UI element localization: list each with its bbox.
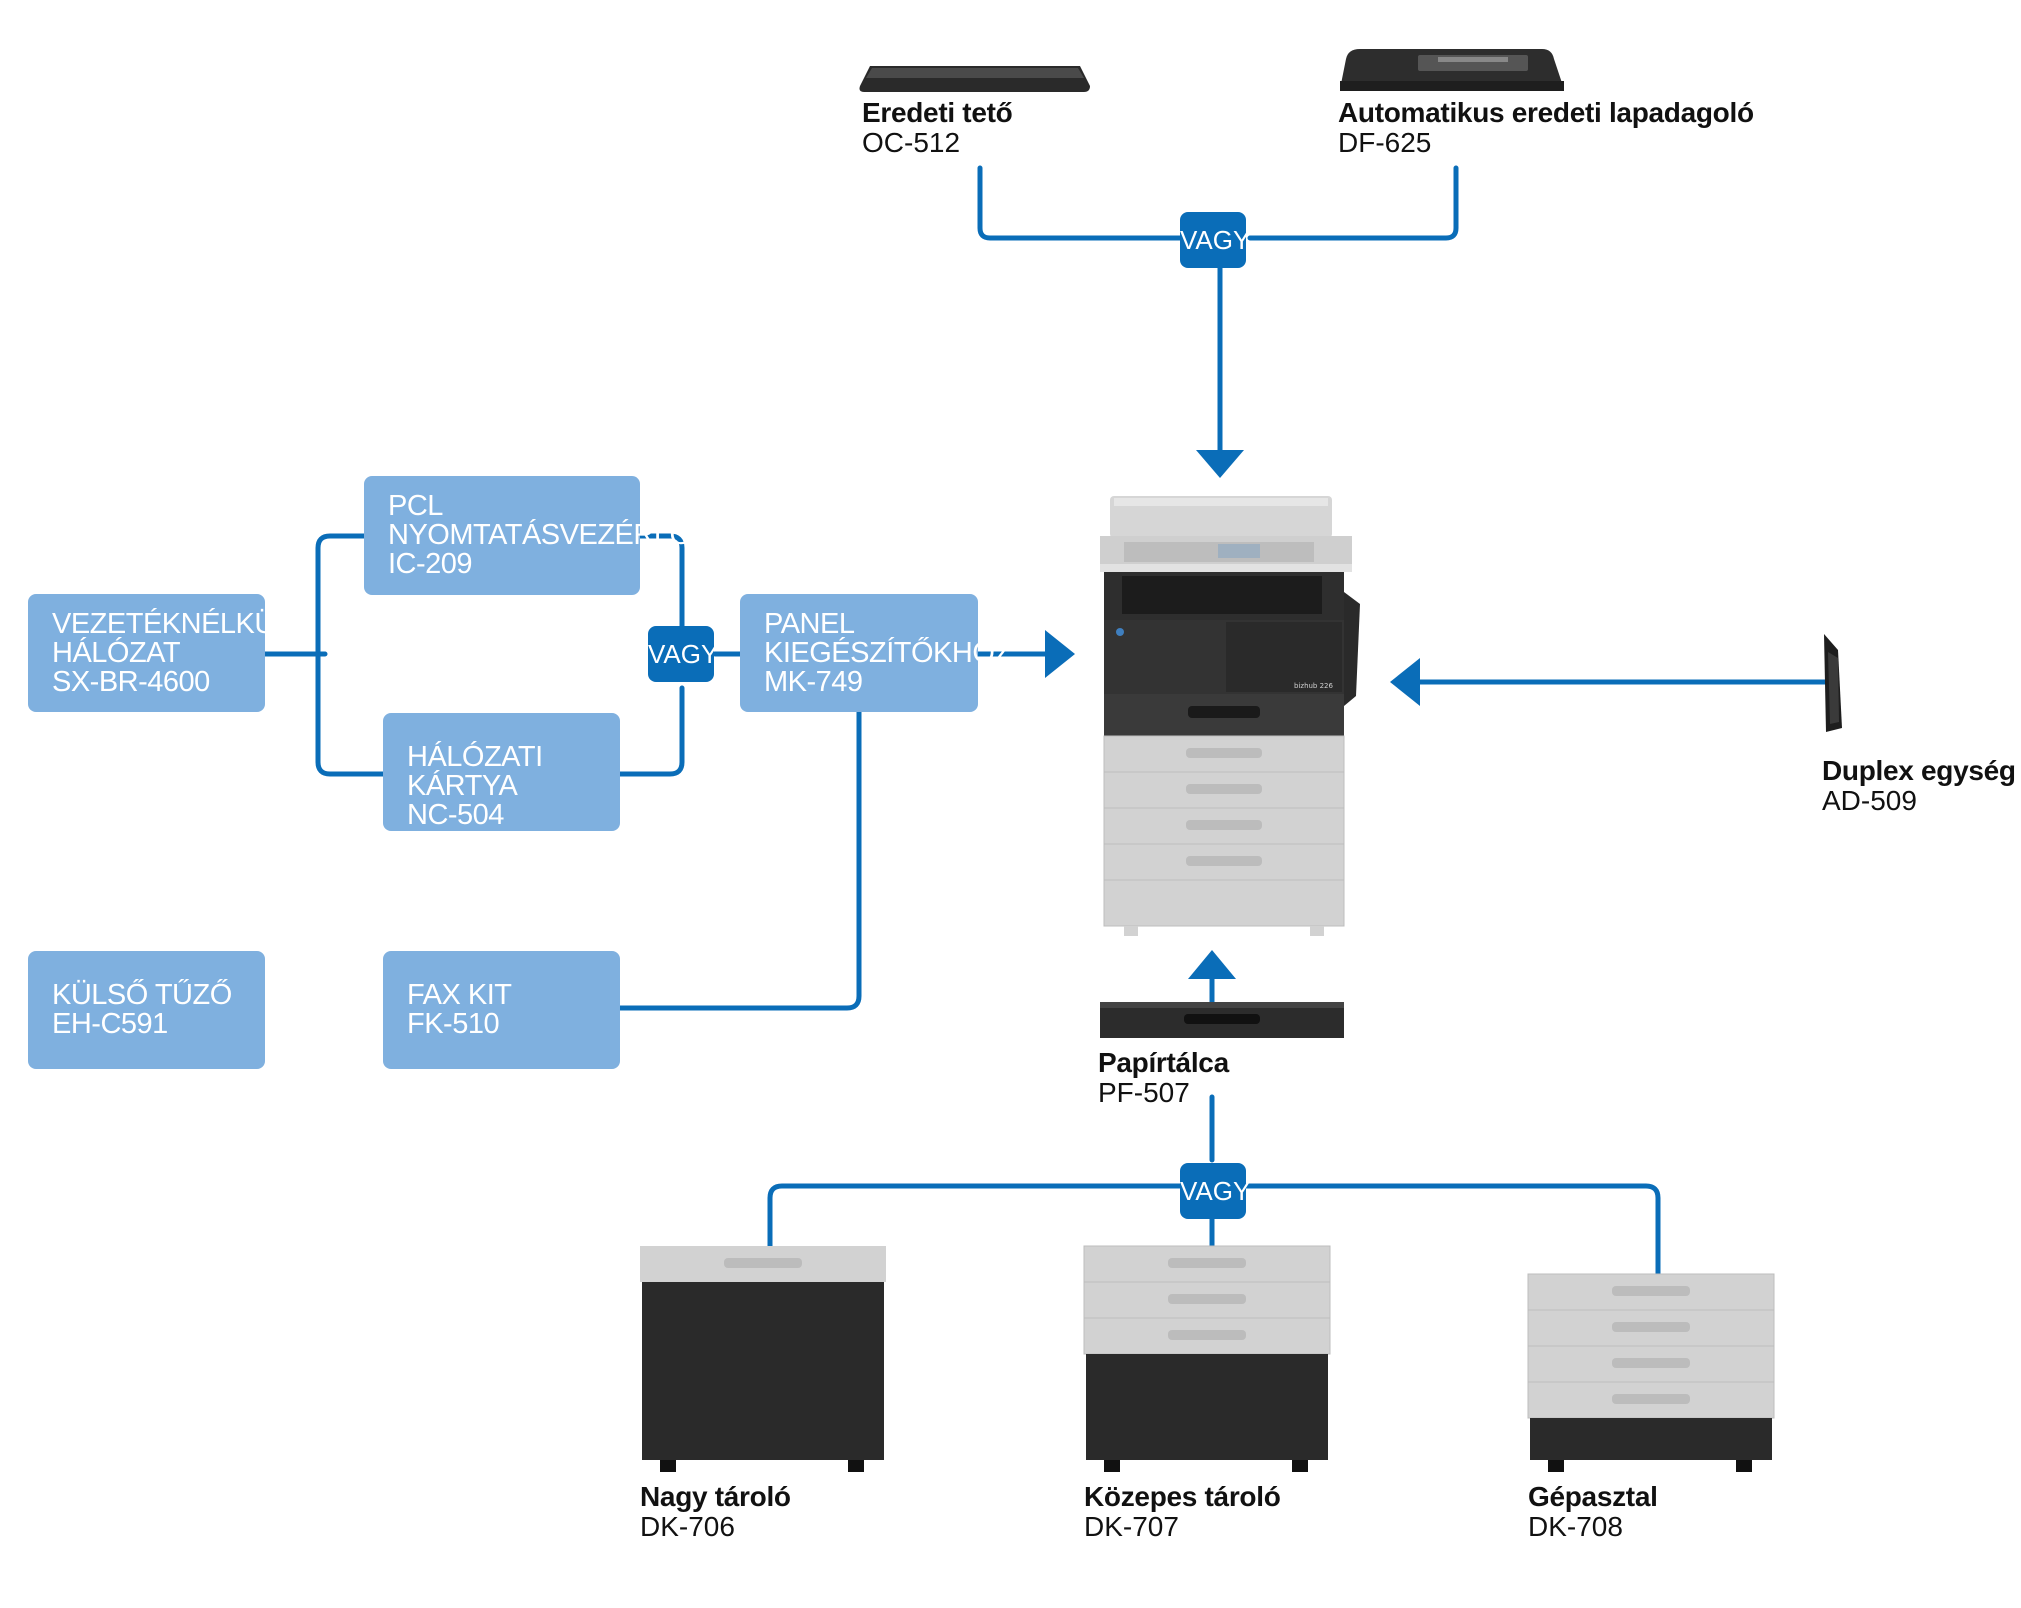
- stapler-line-2: EH-C591: [52, 1008, 168, 1040]
- box-fax: FAX KIT FK-510: [383, 951, 620, 1069]
- connector-adf: [1247, 165, 1459, 241]
- large-cabinet-name: Nagy tároló: [640, 1481, 791, 1512]
- connector-network-right: [617, 685, 685, 777]
- paper-tray-name: Papírtálca: [1098, 1047, 1229, 1078]
- label-large-cabinet: Nagy tároló DK-706: [640, 1482, 791, 1542]
- box-stapler: KÜLSŐ TŰZŐ EH-C591: [28, 951, 265, 1069]
- desk-code: DK-708: [1528, 1511, 1623, 1542]
- adf-name: Automatikus eredeti lapadagoló: [1338, 97, 1754, 128]
- wireless-line-1: VEZETÉKNÉLKÜLI: [52, 608, 299, 640]
- duplex-name: Duplex egység: [1822, 755, 2016, 786]
- box-pcl: PCL NYOMTATÁSVEZÉRLŐ IC-209: [364, 476, 692, 595]
- paper-tray-code: PF-507: [1098, 1077, 1190, 1108]
- desk-name: Gépasztal: [1528, 1481, 1658, 1512]
- network-line-1: HÁLÓZATI KÁRTYA: [407, 741, 543, 802]
- medium-cabinet-code: DK-707: [1084, 1511, 1179, 1542]
- network-line-2: NC-504: [407, 799, 504, 831]
- adf-image: [1340, 49, 1564, 91]
- duplex-code: AD-509: [1822, 785, 1917, 816]
- label-cover: Eredeti tető OC-512: [862, 97, 1013, 158]
- stapler-line-1: KÜLSŐ TŰZŐ: [52, 979, 232, 1011]
- panel-line-1: PANEL: [764, 608, 855, 640]
- medium-cabinet-name: Közepes tároló: [1084, 1481, 1281, 1512]
- label-paper-tray: Papírtálca PF-507: [1098, 1048, 1229, 1108]
- large-cabinet-code: DK-706: [640, 1511, 735, 1542]
- wireless-line-2: HÁLÓZAT: [52, 637, 181, 669]
- label-medium-cabinet: Közepes tároló DK-707: [1084, 1482, 1281, 1542]
- arrow-right-machine: [1045, 630, 1075, 678]
- label-adf: Automatikus eredeti lapadagoló DF-625: [1338, 98, 1754, 158]
- panel-line-2: KIEGÉSZÍTŐKHÖZ: [764, 637, 1012, 669]
- original-cover-image: [859, 66, 1090, 92]
- or-badge-left: VAGY: [648, 626, 718, 682]
- duplex-image: [1824, 634, 1842, 732]
- arrow-left-duplex: [1390, 658, 1420, 706]
- pcl-line-1: PCL: [388, 490, 443, 522]
- arrow-up-tray: [1188, 950, 1236, 979]
- connector-fax: [617, 709, 862, 1011]
- label-duplex: Duplex egység AD-509: [1822, 756, 2016, 816]
- or-badge-top: VAGY: [1180, 212, 1250, 268]
- pcl-line-2: NYOMTATÁSVEZÉRLŐ: [388, 519, 692, 551]
- paper-tray-image: [1100, 1002, 1344, 1038]
- connector-cover: [977, 165, 1193, 241]
- box-network: HÁLÓZATI KÁRTYA NC-504: [383, 713, 620, 831]
- mfp-brand-text: bizhub 226: [1294, 682, 1334, 690]
- adf-code: DF-625: [1338, 127, 1432, 158]
- connector-wireless-branch: [315, 533, 388, 777]
- pcl-line-3: IC-209: [388, 548, 473, 580]
- arrow-down-machine: [1196, 450, 1244, 478]
- label-desk: Gépasztal DK-708: [1528, 1482, 1658, 1542]
- panel-line-3: MK-749: [764, 666, 863, 698]
- or-badge-bottom: VAGY: [1180, 1163, 1250, 1219]
- mfp-image: bizhub 226: [1100, 496, 1360, 936]
- box-wireless: VEZETÉKNÉLKÜLI HÁLÓZAT SX-BR-4600: [28, 594, 299, 712]
- medium-cabinet-image: [1083, 1245, 1331, 1472]
- wireless-line-3: SX-BR-4600: [52, 666, 210, 698]
- desk-image: [1527, 1273, 1775, 1472]
- connector-pcl-right: [637, 533, 685, 643]
- large-cabinet-image: [640, 1246, 886, 1472]
- cover-code: OC-512: [862, 127, 961, 158]
- fax-line-1: FAX KIT: [407, 979, 512, 1011]
- box-panel: PANEL KIEGÉSZÍTŐKHÖZ MK-749: [740, 594, 1012, 712]
- connector-bottom-bar: [767, 1183, 1661, 1281]
- fax-line-2: FK-510: [407, 1008, 500, 1040]
- cover-name: Eredeti tető: [862, 97, 1013, 128]
